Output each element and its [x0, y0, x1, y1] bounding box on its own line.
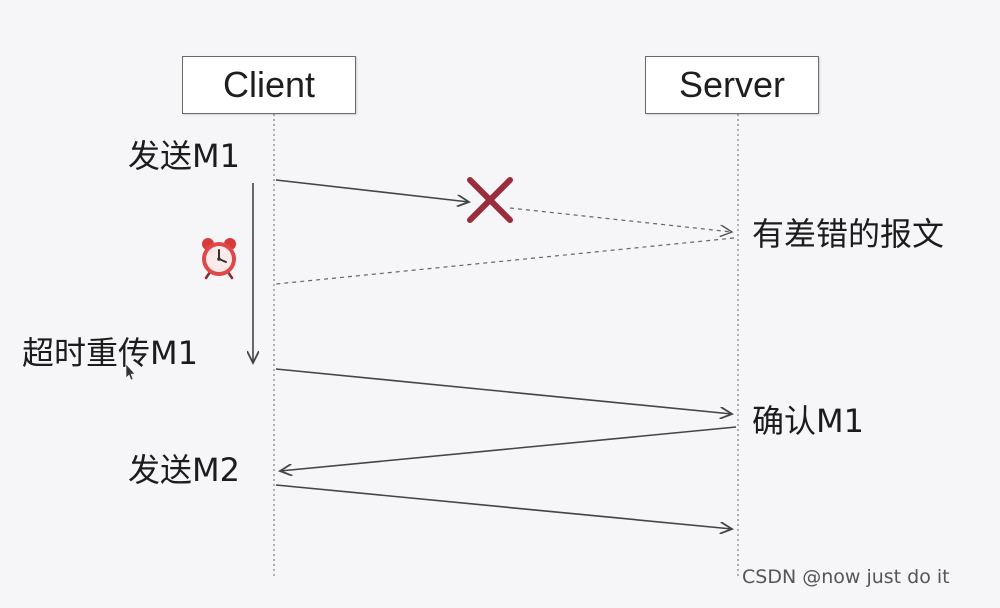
- watermark: CSDN @now just do it: [742, 566, 950, 588]
- ack-m1-arrow: [280, 426, 737, 471]
- error-message-label: 有差错的报文: [752, 215, 945, 253]
- retransmit-m1-arrow: [275, 368, 732, 414]
- error-message-dashed-arrow: [509, 207, 732, 232]
- send-m2-label: 发送M2: [128, 451, 240, 489]
- x-mark-icon: [467, 177, 513, 223]
- mouse-pointer-icon: [125, 363, 136, 381]
- no-response-dashed-line: [275, 237, 735, 285]
- message-m1-arrow: [275, 179, 469, 202]
- ack-m1-label: 确认M1: [752, 402, 864, 440]
- alarm-clock-icon: [202, 238, 236, 280]
- timeout-retransmit-label: 超时重传M1: [22, 334, 198, 372]
- send-m1-label: 发送M1: [128, 137, 240, 175]
- server-participant: Server: [645, 56, 819, 114]
- message-m2-arrow: [275, 484, 732, 529]
- client-participant: Client: [182, 56, 356, 114]
